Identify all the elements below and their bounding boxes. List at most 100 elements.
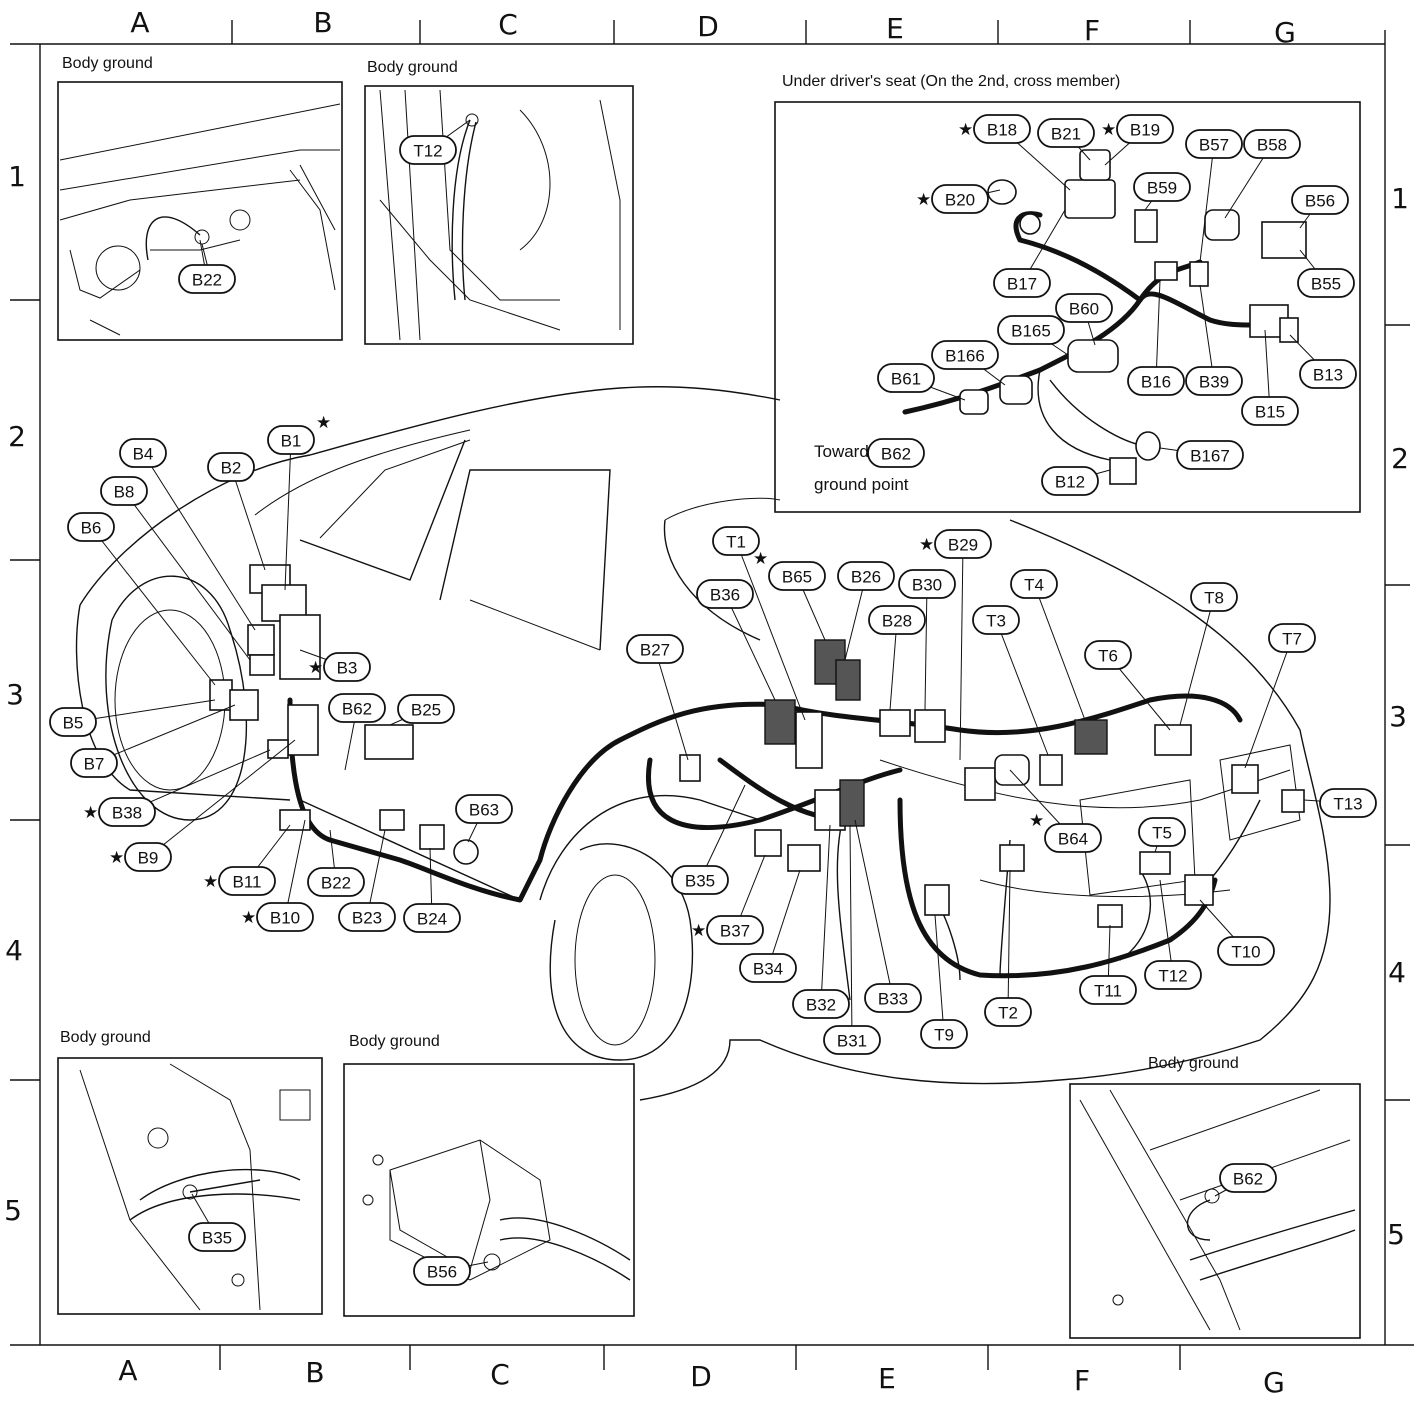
label-text: B4 bbox=[133, 445, 154, 464]
leader-line bbox=[230, 466, 266, 571]
label-badge bbox=[768, 561, 826, 591]
star-icon: ★ bbox=[691, 921, 706, 941]
label-text: T12 bbox=[413, 142, 442, 161]
col-label-bottom-e: E bbox=[878, 1362, 896, 1395]
label-badge bbox=[397, 694, 455, 724]
label-badge bbox=[1297, 268, 1355, 298]
label-badge bbox=[1299, 359, 1357, 389]
label-text: B65 bbox=[782, 568, 812, 587]
label-text: T11 bbox=[1094, 982, 1122, 1001]
label-badge bbox=[188, 1222, 246, 1252]
car-body bbox=[75, 386, 1331, 1101]
star-icon: ★ bbox=[1101, 120, 1116, 140]
connector-label-b29: B29★ bbox=[919, 529, 992, 761]
label-text: B20 bbox=[945, 191, 975, 210]
label-badge bbox=[1055, 293, 1113, 323]
label-text: B8 bbox=[114, 483, 135, 502]
connector-label-b62: B62 bbox=[867, 438, 925, 468]
label-text: B28 bbox=[882, 612, 912, 631]
label-text: B34 bbox=[753, 960, 783, 979]
leader-line bbox=[284, 819, 306, 918]
connector-label-b3: B3★ bbox=[299, 649, 371, 682]
connector-label-b8: B8 bbox=[100, 476, 251, 661]
star-icon: ★ bbox=[316, 413, 331, 433]
leader-line bbox=[934, 914, 945, 1035]
label-text: B11 bbox=[233, 873, 262, 892]
label-text: B27 bbox=[640, 641, 670, 660]
connector-label-b2: B2 bbox=[207, 452, 266, 571]
connector-label-b39: B39 bbox=[1185, 284, 1243, 396]
col-label-top-a: A bbox=[130, 6, 149, 39]
connector-label-b167: B167 bbox=[1159, 440, 1244, 470]
label-badge bbox=[98, 797, 156, 827]
connector-label-b21: B21 bbox=[1037, 118, 1095, 161]
label-text: B37 bbox=[720, 922, 750, 941]
connector-label-t4: T4 bbox=[1010, 569, 1086, 721]
label-text: B29 bbox=[948, 536, 978, 555]
connector-label-t6: T6 bbox=[1084, 640, 1171, 731]
inset-top-left-caption: Body ground bbox=[62, 55, 153, 72]
leader-line bbox=[889, 619, 898, 711]
col-label-bottom-a: A bbox=[118, 1354, 137, 1387]
leader-line bbox=[284, 439, 292, 591]
connector-label-t10: T10 bbox=[1199, 899, 1275, 966]
label-text: B22 bbox=[321, 874, 351, 893]
connector-label-b9: B9★ bbox=[109, 739, 296, 872]
connector-label-t1: T1 bbox=[712, 526, 806, 721]
connector-label-t7: T7 bbox=[1244, 623, 1316, 769]
label-badge bbox=[403, 903, 461, 933]
toward-ground-text: Toward ground point bbox=[814, 442, 909, 494]
label-badge bbox=[124, 842, 172, 872]
col-label-top-c: C bbox=[498, 8, 518, 41]
star-icon: ★ bbox=[958, 120, 973, 140]
label-badge bbox=[1268, 623, 1316, 653]
label-text: B3 bbox=[337, 659, 358, 678]
leader-line bbox=[735, 540, 806, 721]
leader-line bbox=[820, 824, 831, 1005]
connector-label-b62: B62 bbox=[1214, 1163, 1277, 1197]
leader-line bbox=[1179, 596, 1215, 726]
label-text: B167 bbox=[1190, 447, 1230, 466]
label-text: B35 bbox=[685, 872, 715, 891]
label-text: B30 bbox=[912, 576, 942, 595]
label-badge bbox=[984, 997, 1032, 1027]
label-text: B19 bbox=[1130, 121, 1160, 140]
label-text: B32 bbox=[806, 996, 836, 1015]
connector-label-b61: B61 bbox=[877, 363, 966, 401]
connector-label-t3: T3 bbox=[972, 605, 1049, 756]
connector-label-b12: B12 bbox=[1041, 466, 1111, 496]
label-text: T9 bbox=[934, 1026, 954, 1045]
main-connectors bbox=[209, 564, 1305, 928]
label-badge bbox=[70, 748, 118, 778]
connector-label-t8: T8 bbox=[1179, 582, 1238, 726]
label-text: B166 bbox=[945, 347, 985, 366]
leader-line bbox=[90, 526, 216, 686]
connector-label-b1: B1★ bbox=[267, 413, 331, 591]
label-text: B62 bbox=[1233, 1170, 1263, 1189]
label-badge bbox=[1319, 788, 1377, 818]
connector-label-b165: B165 bbox=[997, 315, 1069, 356]
leader-line bbox=[1244, 637, 1293, 769]
label-badge bbox=[207, 452, 255, 482]
label-text: B7 bbox=[84, 755, 105, 774]
label-text: B61 bbox=[891, 370, 921, 389]
label-badge bbox=[931, 340, 999, 370]
label-text: T4 bbox=[1024, 576, 1044, 595]
connector-label-b22: B22 bbox=[178, 239, 236, 294]
leader-line bbox=[72, 699, 216, 723]
label-text: B165 bbox=[1011, 322, 1051, 341]
label-badge bbox=[931, 184, 989, 214]
inset-driver-seat-caption: Under driver's seat (On the 2nd, cross m… bbox=[782, 73, 1120, 90]
connector-label-b27: B27 bbox=[626, 634, 689, 761]
label-badge bbox=[1041, 466, 1099, 496]
col-label-top-e: E bbox=[886, 12, 904, 45]
label-badge bbox=[997, 315, 1065, 345]
connector-label-b57: B57 bbox=[1185, 129, 1243, 263]
label-badge bbox=[973, 114, 1031, 144]
leader-line bbox=[995, 619, 1049, 756]
label-badge bbox=[1116, 114, 1174, 144]
leader-line bbox=[1007, 869, 1011, 1013]
connector-label-b56: B56 bbox=[1291, 185, 1349, 229]
col-label-top-d: D bbox=[697, 10, 719, 43]
row-label-left-1: 1 bbox=[8, 160, 26, 193]
